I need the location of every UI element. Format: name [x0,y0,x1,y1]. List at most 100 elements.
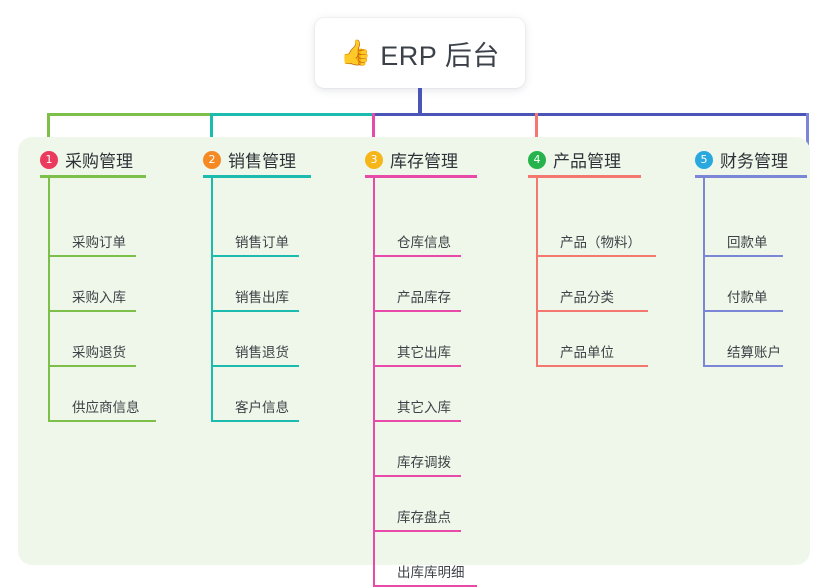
leaf-node-rule [211,420,299,422]
leaf-node[interactable]: 产品分类 [536,272,648,312]
leaf-node-rule [703,365,783,367]
column-库存管理: 3 库存管理仓库信息产品库存其它出库其它入库库存调拨库存盘点出库库明细 [365,137,525,587]
leaf-node[interactable]: 产品（物料） [536,217,656,257]
leaf-node-label: 其它出库 [397,345,451,360]
column-产品管理: 4 产品管理产品（物料） 产品分类产品单位 [528,137,688,565]
leaf-node[interactable]: 其它入库 [373,382,461,422]
connector-bar-indigo [373,113,807,116]
column-spine [536,178,538,367]
leaf-node-label: 供应商信息 [72,400,140,415]
root-node-title: ERP 后台 [380,40,500,71]
leaf-node-label: 产品分类 [560,290,614,305]
leaf-node[interactable]: 销售出库 [211,272,299,312]
column-采购管理: 1 采购管理采购订单采购入库采购退货供应商信息 [40,137,200,565]
leaf-node-label: 产品单位 [560,345,614,360]
column-header-rule [203,175,311,178]
leaf-node[interactable]: 库存盘点 [373,492,461,532]
leaf-node[interactable]: 供应商信息 [48,382,156,422]
leaf-node-rule [48,310,136,312]
leaf-node-label: 销售出库 [235,290,289,305]
leaf-node[interactable]: 回款单 [703,217,783,257]
diagram-panel: 1 采购管理采购订单采购入库采购退货供应商信息 2 销售管理销售订单销售出库销售退货客… [18,137,810,587]
column-header-财务管理[interactable]: 5 财务管理 [695,147,788,172]
column-number-badge: 5 [695,150,713,169]
root-node-content: 👍 ERP 后台 [340,34,500,73]
column-number-badge: 2 [203,150,221,169]
column-header-产品管理[interactable]: 4 产品管理 [528,147,621,172]
leaf-node-label: 库存调拨 [397,455,451,470]
leaf-node-rule [373,420,461,422]
column-header-rule [40,175,146,178]
connector-drop-4 [535,113,538,160]
leaf-node-rule [373,530,461,532]
leaf-node-rule [211,310,299,312]
connector-drop-2 [210,113,213,160]
column-title: 采购管理 [65,152,133,171]
leaf-node-rule [373,475,461,477]
column-header-采购管理[interactable]: 1 采购管理 [40,147,133,172]
leaf-node-rule [536,255,656,257]
leaf-node[interactable]: 产品库存 [373,272,461,312]
leaf-node[interactable]: 产品单位 [536,327,648,367]
connector-bar-green [48,113,213,116]
leaf-node-label: 销售退货 [235,345,289,360]
column-title: 销售管理 [228,152,296,171]
leaf-node-label: 采购入库 [72,290,126,305]
leaf-node[interactable]: 采购退货 [48,327,136,367]
leaf-node-label: 结算账户 [727,345,781,360]
column-销售管理: 2 销售管理销售订单销售出库销售退货客户信息 [203,137,363,565]
root-node-card[interactable]: 👍 ERP 后台 [315,18,525,88]
leaf-node-rule [373,255,461,257]
leaf-node-label: 付款单 [727,290,768,305]
leaf-node-rule [703,255,783,257]
leaf-node-label: 出库库明细 [397,565,465,580]
leaf-node-label: 产品库存 [397,290,451,305]
column-header-rule [695,175,807,178]
leaf-node-label: 销售订单 [235,235,289,250]
leaf-node[interactable]: 客户信息 [211,382,299,422]
leaf-node-label: 其它入库 [397,400,451,415]
leaf-node[interactable]: 其它出库 [373,327,461,367]
connector-drop-5 [806,113,809,160]
leaf-node-rule [48,420,156,422]
leaf-node-label: 仓库信息 [397,235,451,250]
column-number-badge: 4 [528,150,546,169]
leaf-node[interactable]: 销售退货 [211,327,299,367]
column-spine [703,178,705,367]
column-header-库存管理[interactable]: 3 库存管理 [365,147,458,172]
column-number-badge: 3 [365,150,383,169]
leaf-node[interactable]: 销售订单 [211,217,299,257]
connector-drop-1 [47,113,50,160]
leaf-node-rule [211,365,299,367]
leaf-node[interactable]: 仓库信息 [373,217,461,257]
leaf-node-rule [536,310,648,312]
thumbs-up-icon: 👍 [340,38,372,67]
column-number-badge: 1 [40,150,58,169]
leaf-node[interactable]: 采购入库 [48,272,136,312]
column-spine [48,178,50,422]
column-title: 产品管理 [553,152,621,171]
leaf-node[interactable]: 结算账户 [703,327,783,367]
leaf-node-label: 回款单 [727,235,768,250]
connector-bar-teal [211,113,375,116]
column-header-rule [528,175,641,178]
column-header-销售管理[interactable]: 2 销售管理 [203,147,296,172]
leaf-node-rule [536,365,648,367]
leaf-node-label: 采购订单 [72,235,126,250]
leaf-node-rule [703,310,783,312]
leaf-node-rule [211,255,299,257]
leaf-node[interactable]: 采购订单 [48,217,136,257]
leaf-node-rule [373,585,477,587]
leaf-node-label: 客户信息 [235,400,289,415]
leaf-node[interactable]: 库存调拨 [373,437,461,477]
column-财务管理: 5 财务管理回款单付款单结算账户 [695,137,839,565]
column-spine [373,178,375,587]
column-title: 库存管理 [390,152,458,171]
column-title: 财务管理 [720,152,788,171]
leaf-node-rule [48,255,136,257]
column-header-rule [365,175,477,178]
leaf-node-label: 库存盘点 [397,510,451,525]
leaf-node[interactable]: 付款单 [703,272,783,312]
leaf-node[interactable]: 出库库明细 [373,547,477,587]
leaf-node-rule [48,365,136,367]
